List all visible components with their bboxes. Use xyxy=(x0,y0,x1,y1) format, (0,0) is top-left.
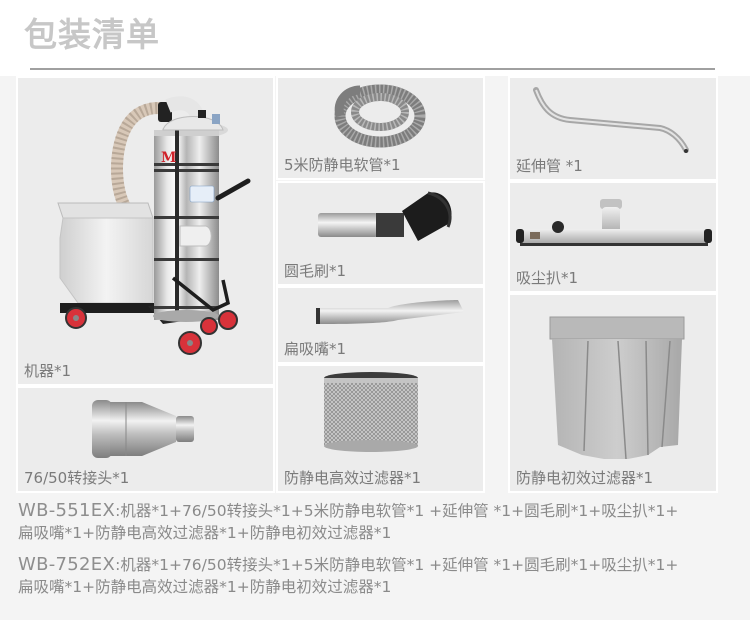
item-hepa-filter: 防静电高效过滤器*1 xyxy=(278,366,483,491)
item-label: 吸尘扒*1 xyxy=(516,269,579,287)
item-label: 延伸管 *1 xyxy=(516,157,583,175)
coiled-hose-image xyxy=(334,84,426,148)
model-name: WB-551EX xyxy=(18,500,116,521)
spec-line-2: 扁吸嘴*1+防静电高效过滤器*1+防静电初效过滤器*1 xyxy=(18,578,392,596)
spec-line-1: 机器*1+76/50转接头*1+5米防静电软管*1 +延伸管 *1+圆毛刷*1+… xyxy=(120,556,679,574)
item-label: 76/50转接头*1 xyxy=(24,469,130,487)
spec-wb-752ex: WB-752EX:机器*1+76/50转接头*1+5米防静电软管*1 +延伸管 … xyxy=(18,554,748,598)
svg-text:M: M xyxy=(161,150,177,166)
model-package-specs: WB-551EX:机器*1+76/50转接头*1+5米防静电软管*1 +延伸管 … xyxy=(18,500,748,608)
header: 包装清单 xyxy=(0,0,750,78)
item-hose: 5米防静电软管*1 xyxy=(278,78,483,178)
mesh-filter-image xyxy=(324,372,418,452)
spec-line-2: 扁吸嘴*1+防静电高效过滤器*1+防静电初效过滤器*1 xyxy=(18,524,392,542)
vacuum-machine-image: M xyxy=(57,96,251,355)
title-divider xyxy=(30,68,715,70)
spec-wb-551ex: WB-551EX:机器*1+76/50转接头*1+5米防静电软管*1 +延伸管 … xyxy=(18,500,748,544)
item-adapter: 76/50转接头*1 xyxy=(18,388,273,491)
spec-line-1: 机器*1+76/50转接头*1+5米防静电软管*1 +延伸管 *1+圆毛刷*1+… xyxy=(120,502,679,520)
model-separator: : xyxy=(115,502,121,520)
filter-bag-image xyxy=(549,316,685,460)
flat-nozzle-image xyxy=(316,300,464,324)
item-label: 圆毛刷*1 xyxy=(284,262,347,280)
model-separator: : xyxy=(115,556,121,574)
adapter-fitting-image xyxy=(92,400,194,458)
floor-tool-image xyxy=(516,199,712,246)
item-round-brush: 圆毛刷*1 xyxy=(278,183,483,284)
item-extension-tube: 延伸管 *1 xyxy=(510,78,716,179)
extension-tube-image xyxy=(533,87,689,153)
item-primary-filter: 防静电初效过滤器*1 xyxy=(510,295,716,491)
item-label: 扁吸嘴*1 xyxy=(284,340,347,358)
item-label: 5米防静电软管*1 xyxy=(284,156,401,174)
item-flat-nozzle: 扁吸嘴*1 xyxy=(278,288,483,362)
item-machine: M 机器*1 xyxy=(18,78,273,384)
round-brush-image xyxy=(318,191,452,241)
page-title: 包装清单 xyxy=(24,15,160,54)
item-floor-tool: 吸尘扒*1 xyxy=(510,183,716,291)
item-label: 防静电初效过滤器*1 xyxy=(516,469,654,487)
item-label: 机器*1 xyxy=(24,362,72,380)
item-label: 防静电高效过滤器*1 xyxy=(284,469,422,487)
model-name: WB-752EX xyxy=(18,554,116,575)
